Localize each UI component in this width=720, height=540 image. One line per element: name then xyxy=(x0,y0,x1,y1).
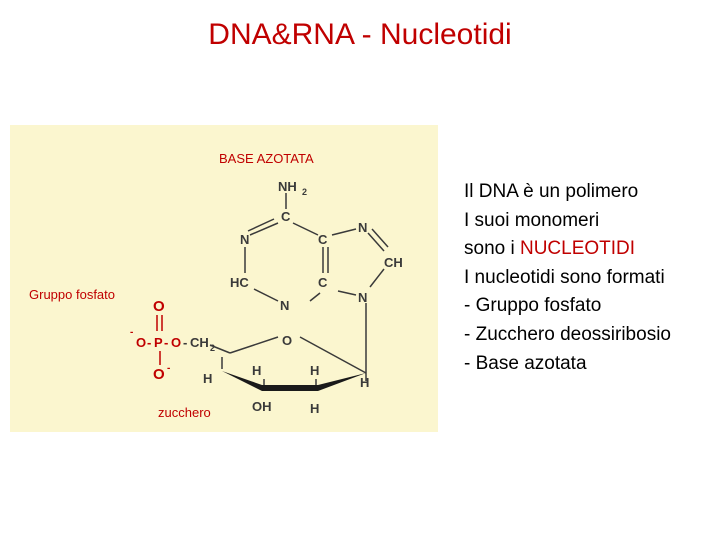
sugar-h-mid-right: H xyxy=(310,363,319,378)
phosphate-bonds xyxy=(156,315,163,365)
phosphate-o-ester: O xyxy=(171,335,181,350)
atom-c-top: C xyxy=(281,209,291,224)
bond-ester-ch2: - xyxy=(183,335,187,350)
phosphate-minus-bottom: - xyxy=(167,363,170,374)
sugar-h-bottom: H xyxy=(310,401,319,416)
description-line-7: - Base azotata xyxy=(464,352,587,374)
sugar-h-right: H xyxy=(360,375,369,390)
sugar-ring-front-edge xyxy=(222,371,366,391)
phosphate-o-top: O xyxy=(153,298,165,315)
atom-n-right-top: N xyxy=(358,220,367,235)
description-line-6: - Zucchero deossiribosio xyxy=(464,323,671,345)
sugar-h-left: H xyxy=(203,371,212,386)
phosphate-o-bottom: O xyxy=(153,366,165,383)
sugar-ring xyxy=(209,336,367,387)
atom-n-ring-bottom: N xyxy=(280,298,289,313)
label-base-azotata: BASE AZOTATA xyxy=(219,151,314,166)
base-bonds xyxy=(244,193,389,373)
slide-title: DNA&RNA - Nucleotidi xyxy=(208,18,512,51)
atom-nh2: NH xyxy=(278,179,297,194)
atom-c-bottom: C xyxy=(318,275,328,290)
description-text: Il DNA è un polimero I suoi monomeri son… xyxy=(464,178,671,378)
phosphate-o-minus: O xyxy=(136,335,146,350)
atom-hc: HC xyxy=(230,275,249,290)
label-zucchero: zucchero xyxy=(158,405,211,420)
atom-n-glycosidic: N xyxy=(358,290,367,305)
atom-nh2-subscript: 2 xyxy=(302,187,307,197)
description-line-2: I suoi monomeri xyxy=(464,209,600,231)
label-gruppo-fosfato: Gruppo fosfato xyxy=(29,287,115,302)
description-line-5: - Gruppo fosfato xyxy=(464,295,602,317)
atom-ch2: CH xyxy=(190,335,209,350)
phosphate-p: P xyxy=(154,335,163,350)
description-line-3: sono i NUCLEOTIDI xyxy=(464,235,671,264)
atom-c-mid: C xyxy=(318,232,328,247)
phosphate-bond-1: - xyxy=(147,335,151,350)
nucleotide-structure: NH 2 C N C N CH HC C N N O - O - P - O -… xyxy=(130,179,403,416)
sugar-oh: OH xyxy=(252,399,272,414)
sugar-h-mid-left: H xyxy=(252,363,261,378)
nucleotide-diagram: NH 2 C N C N CH HC C N N O - O - P - O -… xyxy=(10,125,438,432)
phosphate-bond-2: - xyxy=(164,335,168,350)
atom-n-left: N xyxy=(240,232,249,247)
atom-ch: CH xyxy=(384,255,403,270)
atom-ch2-subscript: 2 xyxy=(210,343,215,353)
nucleotidi-highlight: NUCLEOTIDI xyxy=(519,238,636,260)
description-line-1: Il DNA è un polimero xyxy=(464,181,639,202)
description-line-4: I nucleotidi sono formati xyxy=(464,266,665,288)
phosphate-minus-left: - xyxy=(130,327,133,338)
sugar-ring-o: O xyxy=(282,333,292,348)
description-line-3-prefix: sono i xyxy=(464,238,520,260)
